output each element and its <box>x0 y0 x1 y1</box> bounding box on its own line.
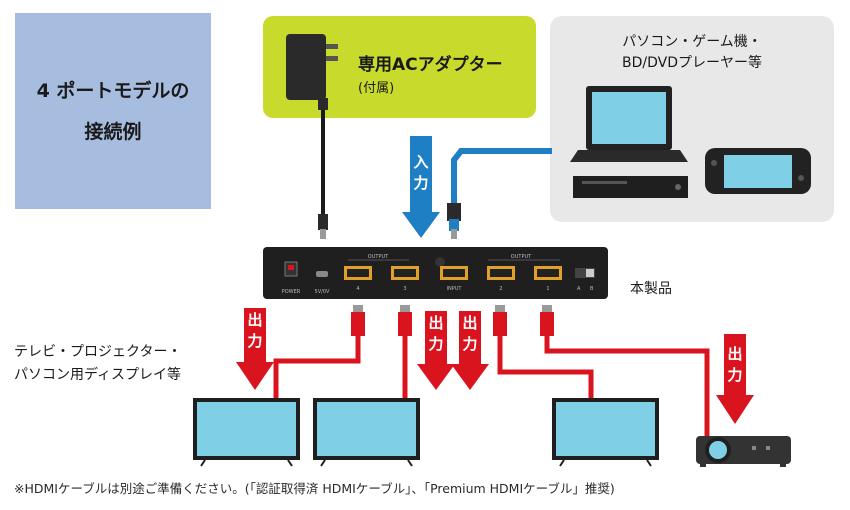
dvd-player-icon <box>573 176 688 198</box>
source-label-line1: パソコン・ゲーム機・ <box>622 34 762 50</box>
output-arrow-1: 出 力 <box>236 308 274 390</box>
port-label-usb: 5V/0V <box>315 289 330 295</box>
output-arrow-3-char-1: 出 <box>462 314 477 332</box>
adapter-label: 専用ACアダプター <box>358 55 503 75</box>
output-arrow-1-char-1: 出 <box>247 311 262 329</box>
output-arrow-4: 出 力 <box>716 334 754 424</box>
model-title-line1: 4 ポートモデルの <box>36 80 190 102</box>
model-info-box <box>15 13 211 209</box>
input-arrow: 入 力 <box>402 136 440 238</box>
laptop-icon <box>570 86 688 162</box>
output-group-label-right: OUTPUT <box>511 254 532 260</box>
port-label-input: INPUT <box>447 286 463 292</box>
switch-label-a: A <box>577 286 581 292</box>
output-group-label-left: OUTPUT <box>368 254 389 260</box>
display-label-line2: パソコン用ディスプレイ等 <box>14 367 182 383</box>
input-cable <box>447 148 552 239</box>
output-arrow-1-char-2: 力 <box>247 332 262 350</box>
port-label-1: 1 <box>546 286 549 292</box>
tv-icon-3 <box>552 398 659 467</box>
port-label-2: 2 <box>499 286 502 292</box>
switch-label-b: B <box>590 286 594 292</box>
input-arrow-char-2: 力 <box>413 174 428 192</box>
output-cables <box>273 305 710 440</box>
tv-icon-1 <box>193 398 300 467</box>
display-label-line1: テレビ・プロジェクター・ <box>14 344 182 360</box>
output-arrow-4-char-1: 出 <box>727 345 742 363</box>
port-label-4: 4 <box>356 286 359 292</box>
output-arrow-3: 出 力 <box>451 311 489 390</box>
hdmi-splitter-device: POWER 5V/0V OUTPUT 4 3 INPUT OUTPUT 2 1 … <box>263 247 608 299</box>
model-title-line2: 接続例 <box>84 121 142 143</box>
footnote: ※HDMIケーブルは別途ご準備ください。(「認証取得済 HDMIケーブル」、「P… <box>14 481 615 496</box>
input-arrow-char-1: 入 <box>413 153 428 171</box>
source-label-line2: BD/DVDプレーヤー等 <box>622 55 762 71</box>
port-label-3: 3 <box>403 286 406 292</box>
projector-icon <box>696 436 791 467</box>
ac-adapter-icon <box>286 34 338 239</box>
output-arrow-4-char-2: 力 <box>727 366 742 384</box>
adapter-sublabel: (付属) <box>358 81 395 96</box>
port-label-power: POWER <box>282 289 301 295</box>
output-arrow-2-char-1: 出 <box>428 314 443 332</box>
output-arrow-2-char-2: 力 <box>428 335 443 353</box>
output-arrow-3-char-2: 力 <box>462 335 477 353</box>
output-arrow-2: 出 力 <box>417 311 455 390</box>
game-console-icon <box>705 148 811 194</box>
device-label: 本製品 <box>630 281 672 297</box>
tv-icon-2 <box>313 398 420 467</box>
